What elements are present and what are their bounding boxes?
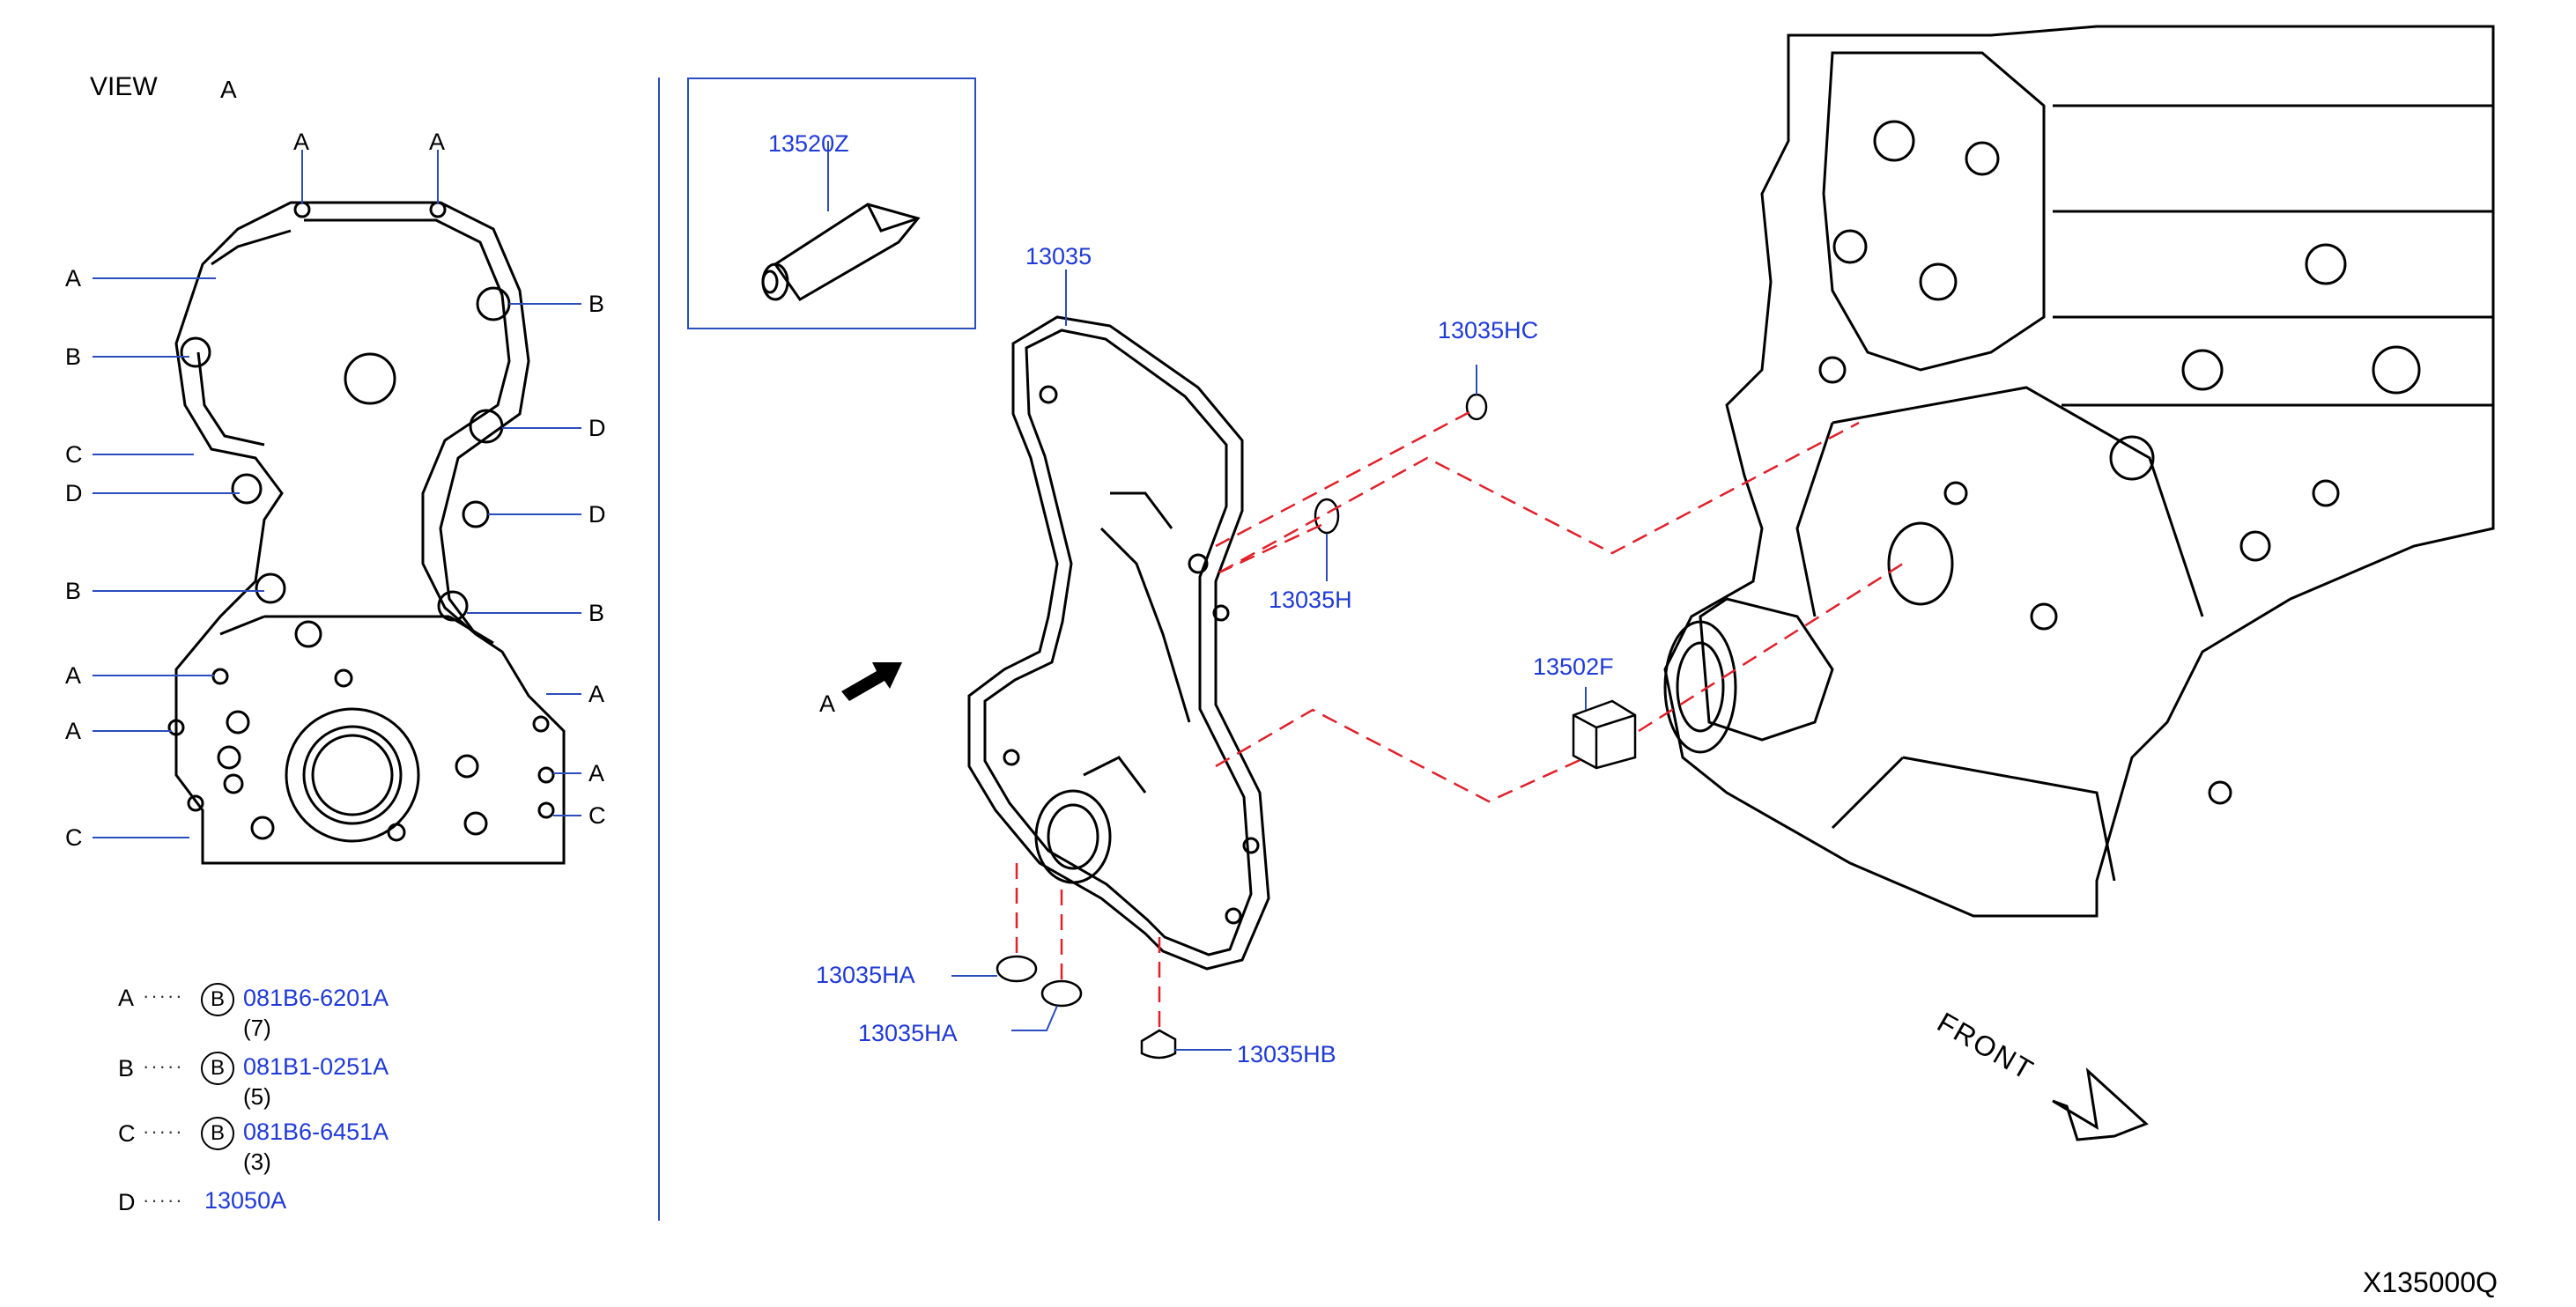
legend-b-part-number[interactable]: 081B1-0251A (243, 1053, 389, 1080)
callout-c-left-1: C (65, 441, 83, 468)
legend-a-part-number[interactable]: 081B6-6201A (243, 985, 389, 1011)
callout-a-top-2: A (429, 129, 446, 155)
part-plug-ha-1[interactable]: 13035HA (816, 962, 915, 988)
small-parts-drawing (996, 393, 1637, 1060)
legend-d-dots: ····· (143, 1189, 184, 1211)
callout-c-right-1: C (588, 802, 606, 829)
view-a-direction-arrow (841, 662, 902, 701)
callout-d-right-1: D (588, 415, 606, 441)
callout-a-top-1: A (293, 129, 310, 155)
legend-a-bolt-symbol: B (201, 983, 234, 1016)
callout-a-left-2: A (65, 662, 82, 689)
legend-a-quantity: (7) (243, 1015, 271, 1041)
legend-b-bolt-symbol: B (201, 1052, 234, 1085)
legend-c-bolt-symbol: B (201, 1117, 234, 1150)
legend-c-letter: C (118, 1120, 136, 1147)
part-cap-hc[interactable]: 13035HC (1438, 317, 1539, 343)
legend-d-part-number[interactable]: 13050A (204, 1187, 287, 1214)
arrow-a-label: A (819, 690, 836, 717)
callout-d-left-1: D (65, 480, 83, 506)
legend-b-letter: B (118, 1055, 135, 1082)
callout-b-left-1: B (65, 343, 82, 370)
diagram-id: X135000Q (2363, 1266, 2498, 1298)
view-a-cover-drawing (167, 201, 566, 865)
legend-d-letter: D (118, 1189, 136, 1215)
legend-c-quantity: (3) (243, 1148, 271, 1175)
part-sealant[interactable]: 13520Z (768, 130, 849, 157)
view-title: VIEW (90, 72, 158, 101)
legend-b-quantity: (5) (243, 1083, 271, 1110)
part-cap-h[interactable]: 13035H (1269, 587, 1352, 613)
callout-b-left-2: B (65, 578, 82, 604)
legend-c-dots: ····· (143, 1120, 184, 1142)
callout-a-left-1: A (65, 265, 82, 292)
dashed-assembly-lines (1015, 410, 1904, 1030)
view-a-leader-lines (93, 150, 581, 838)
part-plug-ha-2[interactable]: 13035HA (858, 1020, 958, 1046)
engine-block-drawing (1663, 25, 2495, 918)
front-direction-arrow (2052, 1067, 2149, 1141)
callout-c-left-2: C (65, 824, 83, 851)
callout-a-right-2: A (588, 760, 605, 786)
callout-a-left-3: A (65, 718, 82, 744)
legend-a-letter: A (118, 985, 135, 1011)
legend-b-dots: ····· (143, 1055, 184, 1077)
legend-a-dots: ····· (143, 985, 184, 1007)
front-cover-drawing (967, 315, 1270, 971)
part-front-cover[interactable]: 13035 (1025, 243, 1092, 270)
callout-b-right-2: B (588, 600, 605, 626)
sealant-box (687, 78, 976, 329)
view-letter: A (220, 76, 237, 103)
legend-c-part-number[interactable]: 081B6-6451A (243, 1119, 389, 1145)
callout-b-right-1: B (588, 291, 605, 317)
part-seal[interactable]: 13502F (1533, 654, 1614, 680)
callout-d-right-2: D (588, 501, 606, 528)
sealant-tube-drawing (761, 141, 921, 301)
part-number-leaders (951, 270, 1587, 1051)
part-plug-hb[interactable]: 13035HB (1237, 1041, 1336, 1067)
callout-a-right-1: A (588, 681, 605, 707)
